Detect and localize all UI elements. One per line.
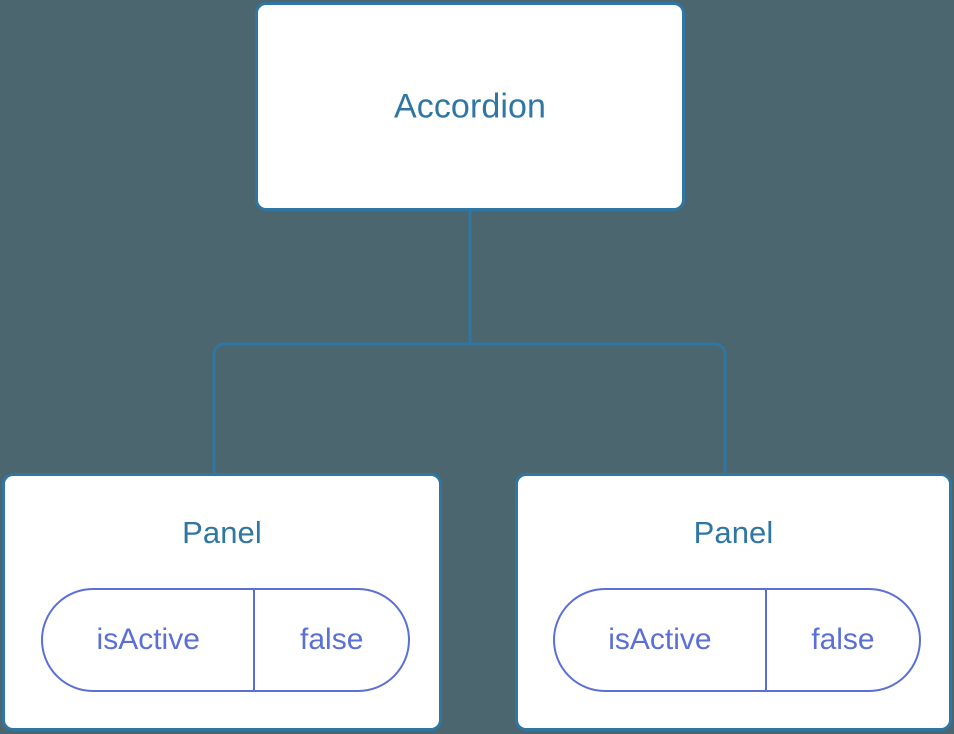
edge-branch-right <box>470 342 727 476</box>
edge-branch-left <box>212 342 470 476</box>
node-panel-left[interactable]: Panel isActive false <box>2 473 442 731</box>
node-accordion[interactable]: Accordion <box>255 2 685 211</box>
node-panel-right[interactable]: Panel isActive false <box>515 473 952 731</box>
state-pill-left[interactable]: isActive false <box>41 588 410 692</box>
node-accordion-label: Accordion <box>393 86 547 125</box>
node-panel-right-label: Panel <box>693 515 774 550</box>
state-pill-right-key: isActive <box>555 590 767 690</box>
state-pill-left-key: isActive <box>43 590 256 690</box>
state-pill-right-value: false <box>811 623 875 656</box>
state-pill-right[interactable]: isActive false <box>553 588 921 692</box>
node-panel-left-label: Panel <box>182 515 262 550</box>
state-pill-left-value: false <box>300 623 364 656</box>
